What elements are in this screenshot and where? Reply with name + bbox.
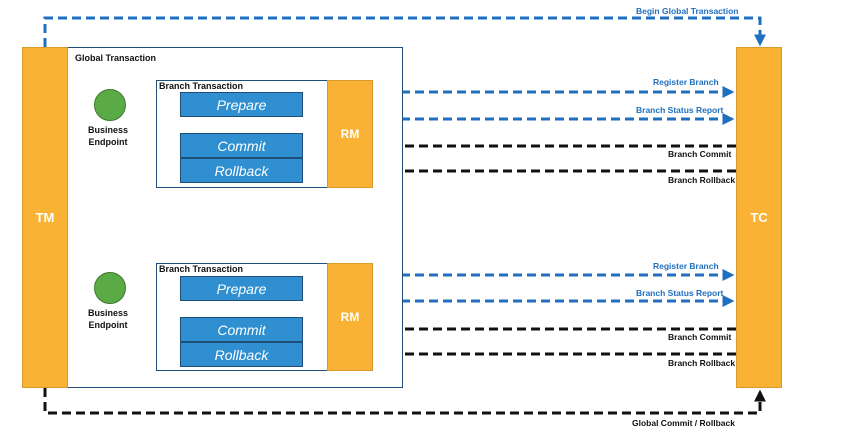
tc-label: TC bbox=[750, 210, 768, 225]
business-endpoint-node-1 bbox=[94, 89, 126, 121]
business-endpoint-label-2: Business Endpoint bbox=[78, 307, 138, 331]
status-report-label-1: Branch Status Report bbox=[636, 105, 724, 115]
rollback-block-1: Rollback bbox=[180, 158, 303, 183]
global-transaction-label: Global Transaction bbox=[75, 53, 157, 63]
business-endpoint-line1-1: Business bbox=[87, 125, 129, 135]
prepare-block-2: Prepare bbox=[180, 276, 303, 301]
business-endpoint-node-2 bbox=[94, 272, 126, 304]
tm-bar: TM bbox=[22, 47, 68, 388]
global-commit-arrow bbox=[43, 388, 766, 415]
register-branch-label-1: Register Branch bbox=[653, 77, 719, 87]
commit-block-1: Commit bbox=[180, 133, 303, 158]
branch-rollback-label-1: Branch Rollback bbox=[668, 175, 736, 185]
rm-label-2: RM bbox=[340, 310, 360, 324]
begin-global-arrow bbox=[43, 16, 766, 47]
rm-block-2: RM bbox=[327, 263, 373, 371]
business-endpoint-label-1: Business Endpoint bbox=[78, 124, 138, 148]
branch-commit-label-2: Branch Commit bbox=[668, 332, 732, 342]
business-endpoint-line2-1: Endpoint bbox=[88, 137, 128, 147]
tc-bar: TC bbox=[736, 47, 782, 388]
branch-rollback-label-2: Branch Rollback bbox=[668, 358, 736, 368]
rollback-block-2: Rollback bbox=[180, 342, 303, 367]
branch-commit-label-1: Branch Commit bbox=[668, 149, 732, 159]
register-branch-label-2: Register Branch bbox=[653, 261, 719, 271]
branch-transaction-label-1: Branch Transaction bbox=[159, 81, 244, 91]
business-endpoint-line2-2: Endpoint bbox=[88, 320, 128, 330]
business-endpoint-line1-2: Business bbox=[87, 308, 129, 318]
branch-transaction-label-2: Branch Transaction bbox=[159, 264, 244, 274]
begin-global-label: Begin Global Transaction bbox=[636, 6, 739, 16]
global-commit-label: Global Commit / Rollback bbox=[632, 418, 735, 428]
prepare-block-1: Prepare bbox=[180, 92, 303, 117]
status-report-label-2: Branch Status Report bbox=[636, 288, 724, 298]
tm-label: TM bbox=[35, 210, 55, 225]
rm-label-1: RM bbox=[340, 127, 360, 141]
rm-block-1: RM bbox=[327, 80, 373, 188]
commit-block-2: Commit bbox=[180, 317, 303, 342]
